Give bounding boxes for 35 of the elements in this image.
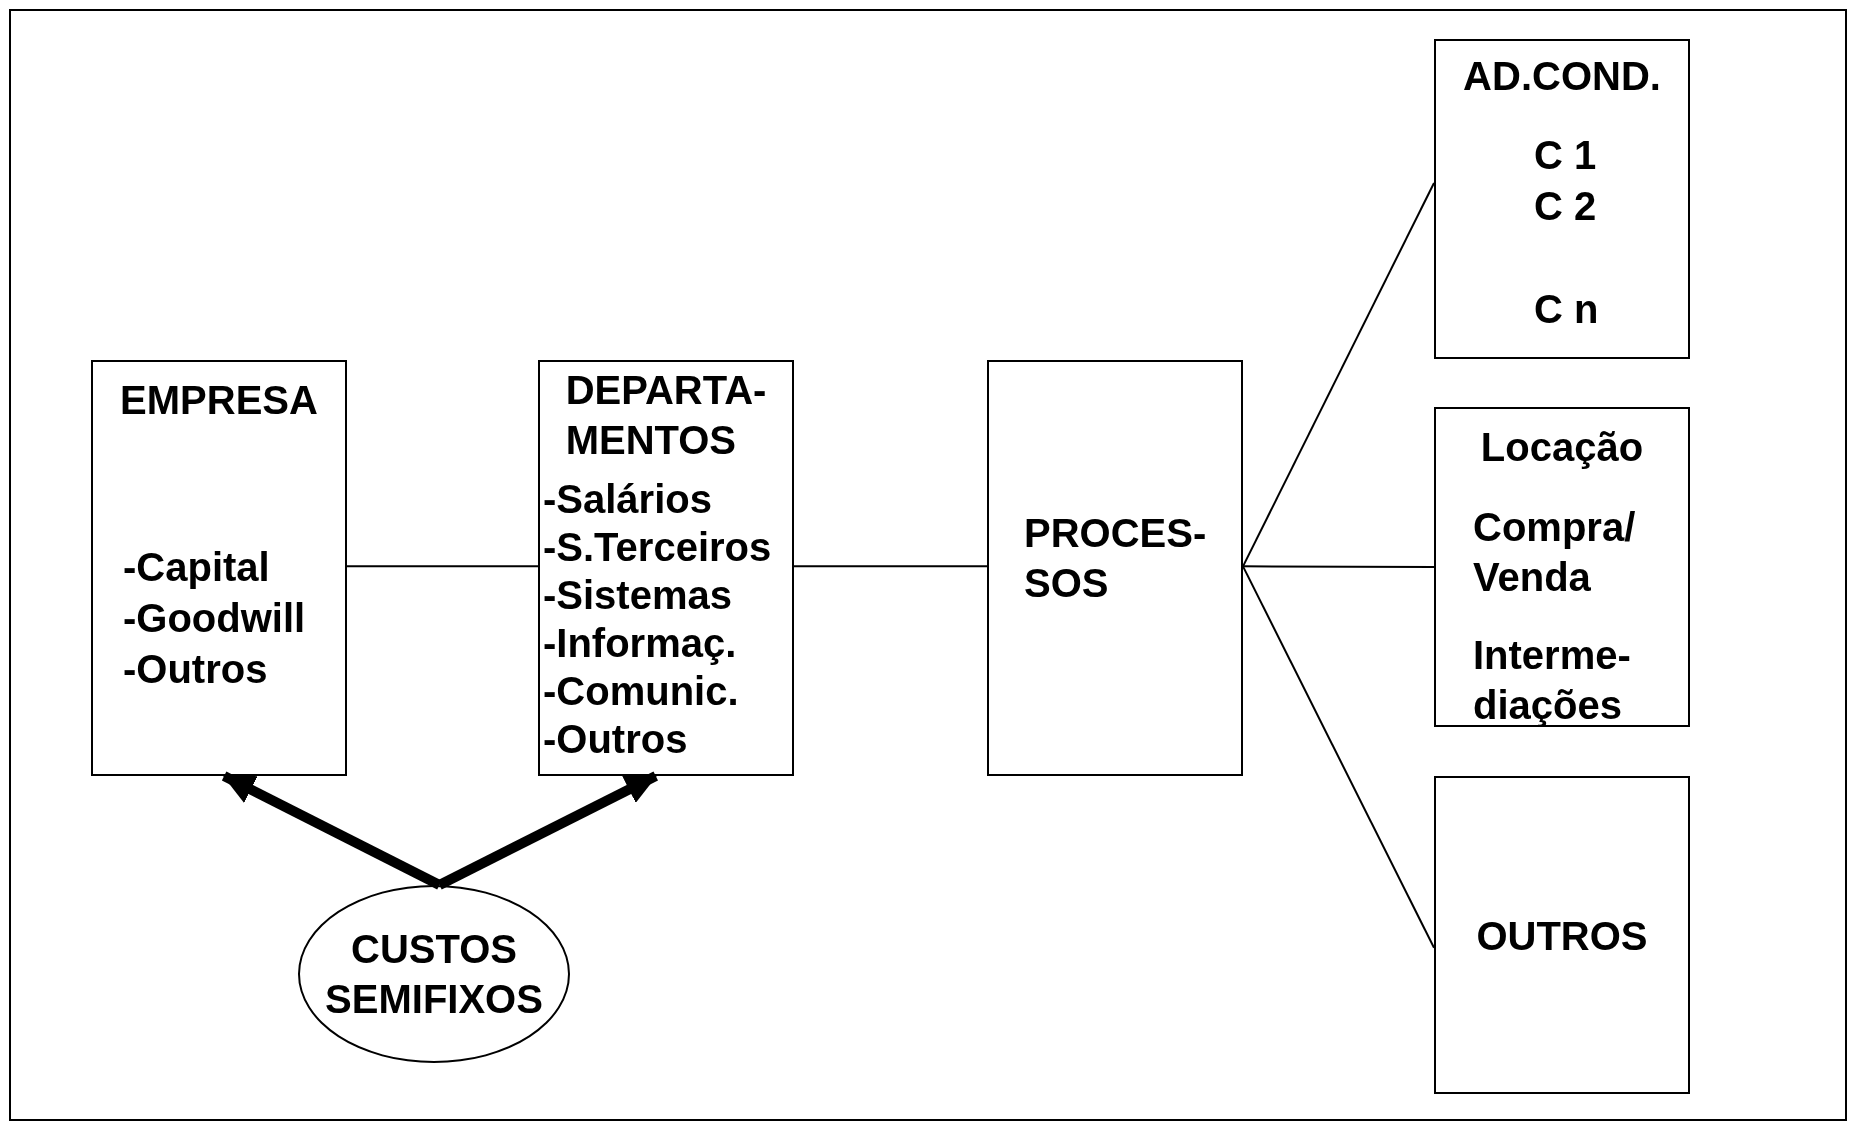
- connector-line: [1242, 182, 1435, 568]
- process-box: [538, 360, 794, 776]
- node-text: Compra/ Venda: [1473, 504, 1636, 601]
- node-text: -Sistemas: [543, 572, 732, 619]
- node-text: C 1: [1534, 132, 1597, 179]
- node-text: -Comunic.: [543, 668, 739, 715]
- node-text: C n: [1534, 286, 1599, 333]
- node-text: CUSTOS SEMIFIXOS: [325, 926, 543, 1023]
- node-text: Interme- diações: [1473, 632, 1631, 729]
- arrow: [437, 771, 658, 890]
- node-text: -S.Terceiros: [543, 524, 772, 571]
- node-text: EMPRESA: [120, 377, 318, 424]
- connector-line: [793, 565, 988, 568]
- node-text: OUTROS: [1476, 913, 1648, 960]
- node-text: C 2: [1534, 183, 1597, 230]
- arrow: [221, 771, 442, 890]
- node-text: Locação: [1480, 424, 1644, 471]
- process-box: [1434, 776, 1690, 1094]
- node-text: DEPARTA- MENTOS: [565, 367, 767, 464]
- node-text: -Outros: [123, 646, 268, 693]
- connector-line: [1242, 565, 1435, 568]
- node-text: -Goodwill: [123, 595, 306, 642]
- node-text: -Salários: [543, 476, 712, 523]
- process-box: [1434, 39, 1690, 359]
- process-box: [987, 360, 1243, 776]
- node-text: -Informaç.: [543, 620, 737, 667]
- node-text: AD.COND.: [1463, 53, 1661, 100]
- connector-line: [346, 565, 539, 568]
- node-text: -Outros: [543, 716, 688, 763]
- process-box: [91, 360, 347, 776]
- connector-line: [1242, 565, 1435, 949]
- node-text: -Capital: [123, 544, 270, 591]
- cost-ellipse: [298, 885, 570, 1063]
- process-box: [1434, 407, 1690, 727]
- node-text: PROCES- SOS: [1024, 510, 1207, 607]
